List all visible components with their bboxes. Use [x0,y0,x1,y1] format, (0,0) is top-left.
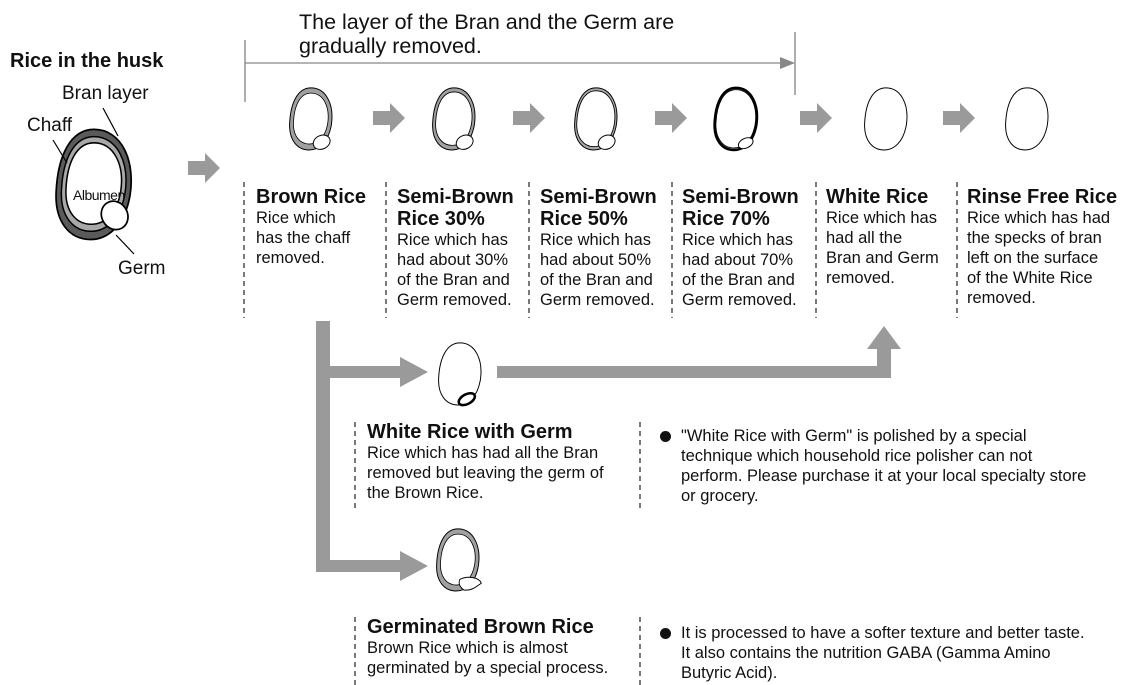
stage-desc-line: removed. [967,289,1036,307]
germinated-brown-rice-grain-icon [436,528,482,592]
stage-desc-line: of the Bran and [682,271,795,289]
stage-desc-line: had all the [826,229,903,247]
stage-title: Semi-Brown [397,186,514,208]
note-line: or grocery. [681,487,759,505]
white-rice-with-germ-note: "White Rice with Germ" is polished by a … [660,426,1086,506]
germ-label: Germ [118,258,166,279]
stage-rinse-free-rice: Rinse Free Rice Rice which has had the s… [967,186,1117,308]
husk-title: Rice in the husk [10,50,164,72]
stage-semi-brown-50: Semi-Brown Rice 50% Rice which has had a… [540,186,657,310]
stage-desc-line: removed. [826,269,895,287]
arrow-50-to-70 [655,103,687,133]
white-rice-with-germ-desc-line: removed but leaving the germ of [367,464,604,482]
stage-title: White Rice [826,186,929,208]
stage-desc-line: left on the surface [967,249,1099,267]
germinated-desc-line: Brown Rice which is almost [367,639,568,657]
husk-grain-icon [55,128,133,241]
germinated-desc-line: germinated by a special process. [367,659,609,677]
stage-desc-line: had about 70% [682,251,794,269]
bran-layer-label: Bran layer [62,83,149,104]
stage-desc-line: Rice which has [682,231,793,249]
stage-title: Brown Rice [256,186,367,208]
germinated-brown-rice-title: Germinated Brown Rice [367,616,594,638]
bullet-icon [660,431,671,442]
white-rice-with-germ-desc-line: the Brown Rice. [367,484,484,502]
germ-to-white-arrow [497,326,901,378]
semi-brown-70-grain-icon [713,86,759,152]
stage-desc-line: of the Bran and [540,271,653,289]
stage-title: Semi-Brown [540,186,657,208]
branch-trunk [316,321,330,567]
stage-desc-line: of the White Rice [967,269,1093,287]
white-rice-with-germ-desc-line: Rice which has had all the Bran [367,444,599,462]
stage-desc-line: had about 50% [540,251,652,269]
stage-desc-line: has the chaff [256,229,351,247]
stage-title: Rinse Free Rice [967,186,1118,208]
arrow-brown-to-30 [373,103,405,133]
bullet-icon [660,628,671,639]
banner-text: The layer of the Bran and the Germ are g… [299,10,674,58]
stage-desc-line: Germ removed. [540,291,655,309]
banner-line-1: The layer of the Bran and the Germ are [299,10,675,34]
branch-arrow-germinated [316,551,428,581]
bran-pointer-line [102,107,119,137]
stage-title: Rice 70% [682,208,770,230]
chaff-pointer-line [52,139,68,164]
stage-brown-rice: Brown Rice Rice which has the chaff remo… [256,186,366,268]
stage-desc-line: had about 30% [397,251,509,269]
banner-bracket [244,32,796,102]
arrow-white-to-rinse [943,103,975,133]
note-line: technique which household rice polisher … [681,447,1033,465]
albumen-label: Albumen [73,187,125,203]
stage-desc-line: Germ removed. [397,291,512,309]
column-separators [243,182,958,685]
flow-arrows [188,103,975,581]
chaff-label: Chaff [27,115,73,136]
white-rice-with-germ-grain-icon [438,342,482,407]
stage-desc-line: Rice which has [540,231,651,249]
note-line: It is processed to have a softer texture… [681,624,1085,642]
note-line: Butyric Acid). [681,664,778,682]
germ-pointer-line [115,234,135,255]
arrow-30-to-50 [513,103,545,133]
white-rice-grain-icon [864,87,908,151]
branch-arrow-germ [316,357,428,387]
note-line: It also contains the nutrition GABA (Gam… [681,644,1051,662]
note-line: "White Rice with Germ" is polished by a … [681,427,1027,445]
stage-desc-line: Rice which has [826,209,937,227]
arrow-husk-to-brown [188,153,220,183]
white-rice-with-germ-title: White Rice with Germ [367,421,573,443]
stage-desc-line: Bran and Germ [826,249,939,267]
stage-title: Rice 30% [397,208,485,230]
arrow-70-to-white [800,103,832,133]
semi-brown-30-grain-icon [432,87,476,151]
stage-title: Semi-Brown [682,186,799,208]
stage-desc-line: Germ removed. [682,291,797,309]
rinse-free-rice-grain-icon [1005,87,1049,151]
stage-semi-brown-30: Semi-Brown Rice 30% Rice which has had a… [397,186,514,310]
white-rice-with-germ-block: White Rice with Germ Rice which has had … [367,421,604,503]
stage-desc-line: Rice which has had [967,209,1111,227]
germinated-brown-rice-block: Germinated Brown Rice Brown Rice which i… [367,616,608,678]
stage-desc-line: the specks of bran [967,229,1102,247]
stage-semi-brown-70: Semi-Brown Rice 70% Rice which has had a… [682,186,799,310]
germinated-note: It is processed to have a softer texture… [660,623,1085,683]
stage-desc-line: of the Bran and [397,271,510,289]
note-line: perform. Please purchase it at your loca… [681,467,1087,485]
stage-white-rice: White Rice Rice which has had all the Br… [826,186,939,288]
stage-desc-line: Rice which has [397,231,508,249]
brown-rice-grain-icon [289,87,333,151]
stage-title: Rice 50% [540,208,628,230]
stage-desc-line: Rice which [256,209,336,227]
banner-line-2: gradually removed. [299,34,482,58]
stage-desc-line: removed. [256,249,325,267]
semi-brown-50-grain-icon [574,87,618,151]
